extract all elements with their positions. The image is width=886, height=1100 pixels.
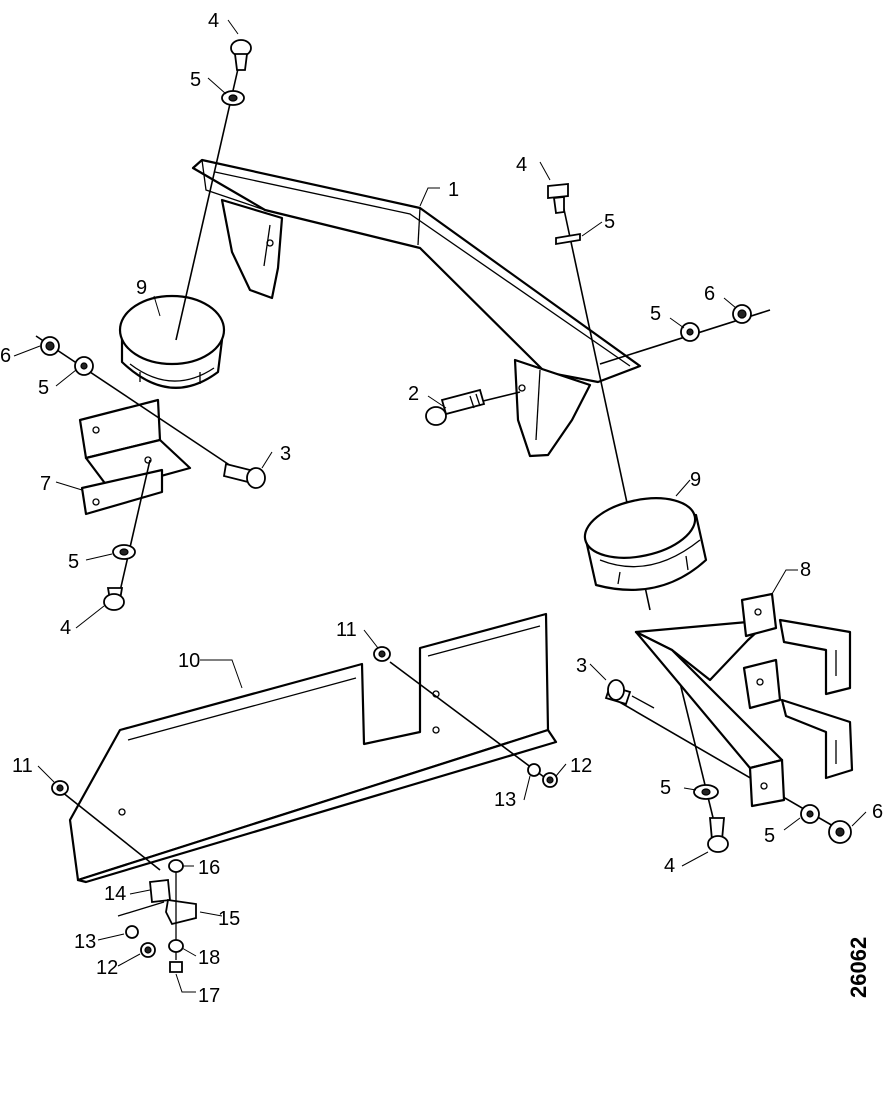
callout-4: 4 [208, 10, 219, 32]
callout-5: 5 [190, 69, 201, 91]
rubber-mount-part-9-left [118, 294, 226, 389]
callout-4: 4 [60, 617, 71, 639]
callout-10: 10 [178, 650, 200, 672]
callout-4: 4 [664, 855, 675, 877]
bracket-part-8 [634, 592, 854, 808]
callout-15: 15 [218, 908, 240, 930]
callout-1: 1 [448, 179, 459, 201]
callout-5: 5 [68, 551, 79, 573]
callout-16: 16 [198, 857, 220, 879]
callout-4: 4 [516, 154, 527, 176]
callout-9: 9 [136, 277, 147, 299]
left-fasteners [40, 39, 266, 611]
rubber-mount-part-9-right [583, 497, 708, 591]
callout-3: 3 [280, 443, 291, 465]
leader-lines [13, 19, 867, 993]
callout-5: 5 [38, 377, 49, 399]
callout-17: 17 [198, 985, 220, 1007]
callout-13: 13 [74, 931, 96, 953]
callout-7: 7 [40, 473, 51, 495]
callout-11: 11 [336, 619, 357, 641]
callout-5: 5 [650, 303, 661, 325]
callout-12: 12 [570, 755, 592, 777]
callout-6: 6 [704, 283, 715, 305]
crossmember-part-1 [191, 158, 642, 458]
callout-6: 6 [0, 345, 11, 367]
bracket-part-7 [78, 398, 192, 516]
document-number: 26062 [846, 937, 871, 998]
right-fasteners [547, 183, 852, 853]
small-fasteners [51, 646, 558, 973]
callout-3: 3 [576, 655, 587, 677]
callout-13: 13 [494, 789, 516, 811]
callout-8: 8 [800, 559, 811, 581]
callout-labels: 1 2 3 3 4 4 4 4 5 5 5 5 5 5 5 6 6 6 7 8 … [0, 10, 883, 1007]
callout-2: 2 [408, 383, 419, 405]
callout-5: 5 [660, 777, 671, 799]
callout-14: 14 [104, 883, 126, 905]
callout-5: 5 [604, 211, 615, 233]
bolt-part-2 [425, 388, 521, 426]
callout-11: 11 [12, 755, 33, 777]
callout-5: 5 [764, 825, 775, 847]
callout-12: 12 [96, 957, 118, 979]
callout-6: 6 [872, 801, 883, 823]
callout-18: 18 [198, 947, 220, 969]
callout-9: 9 [690, 469, 701, 491]
cover-plate-part-10 [61, 612, 558, 884]
